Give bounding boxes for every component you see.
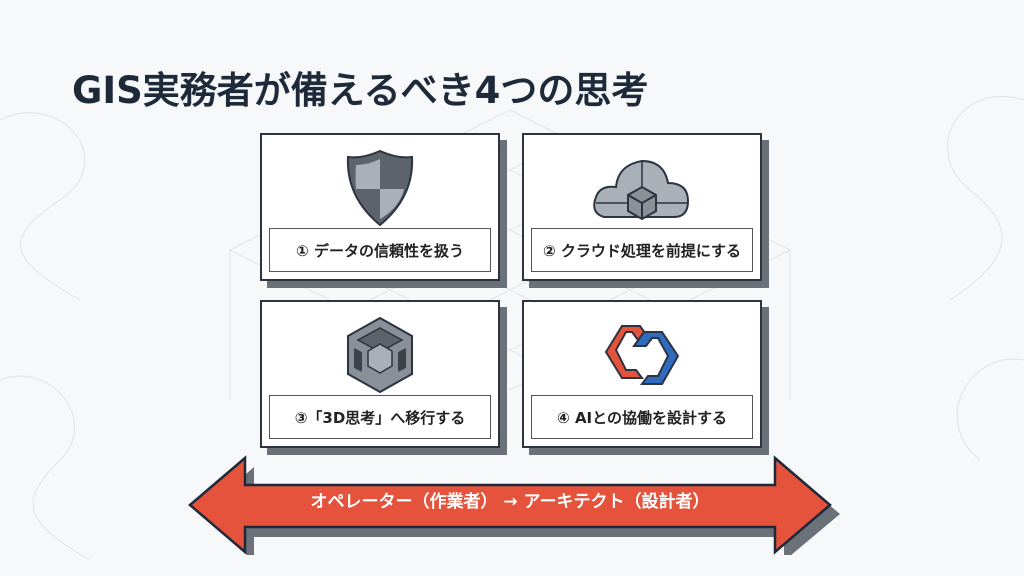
card-label: ④ AIとの協働を設計する	[531, 395, 753, 439]
card-3d-thinking: ③「3D思考」へ移行する	[260, 300, 500, 448]
cloud-cube-icon	[593, 159, 690, 221]
shield-icon	[346, 149, 414, 227]
double-arrow	[188, 455, 840, 555]
3d-cube-icon	[347, 316, 413, 394]
arrow-label: オペレーター（作業者） → アーキテクト（設計者）	[310, 492, 710, 512]
card-label: ③「3D思考」へ移行する	[269, 395, 491, 439]
card-ai-collaboration: ④ AIとの協働を設計する	[522, 300, 762, 448]
card-label: ① データの信頼性を扱う	[269, 228, 491, 272]
page-title: GIS実務者が備えるべき4つの思考	[72, 69, 649, 112]
card-label: ② クラウド処理を前提にする	[531, 228, 753, 272]
chain-link-icon	[604, 325, 680, 385]
card-data-reliability: ① データの信頼性を扱う	[260, 133, 500, 281]
card-cloud-processing: ② クラウド処理を前提にする	[522, 133, 762, 281]
